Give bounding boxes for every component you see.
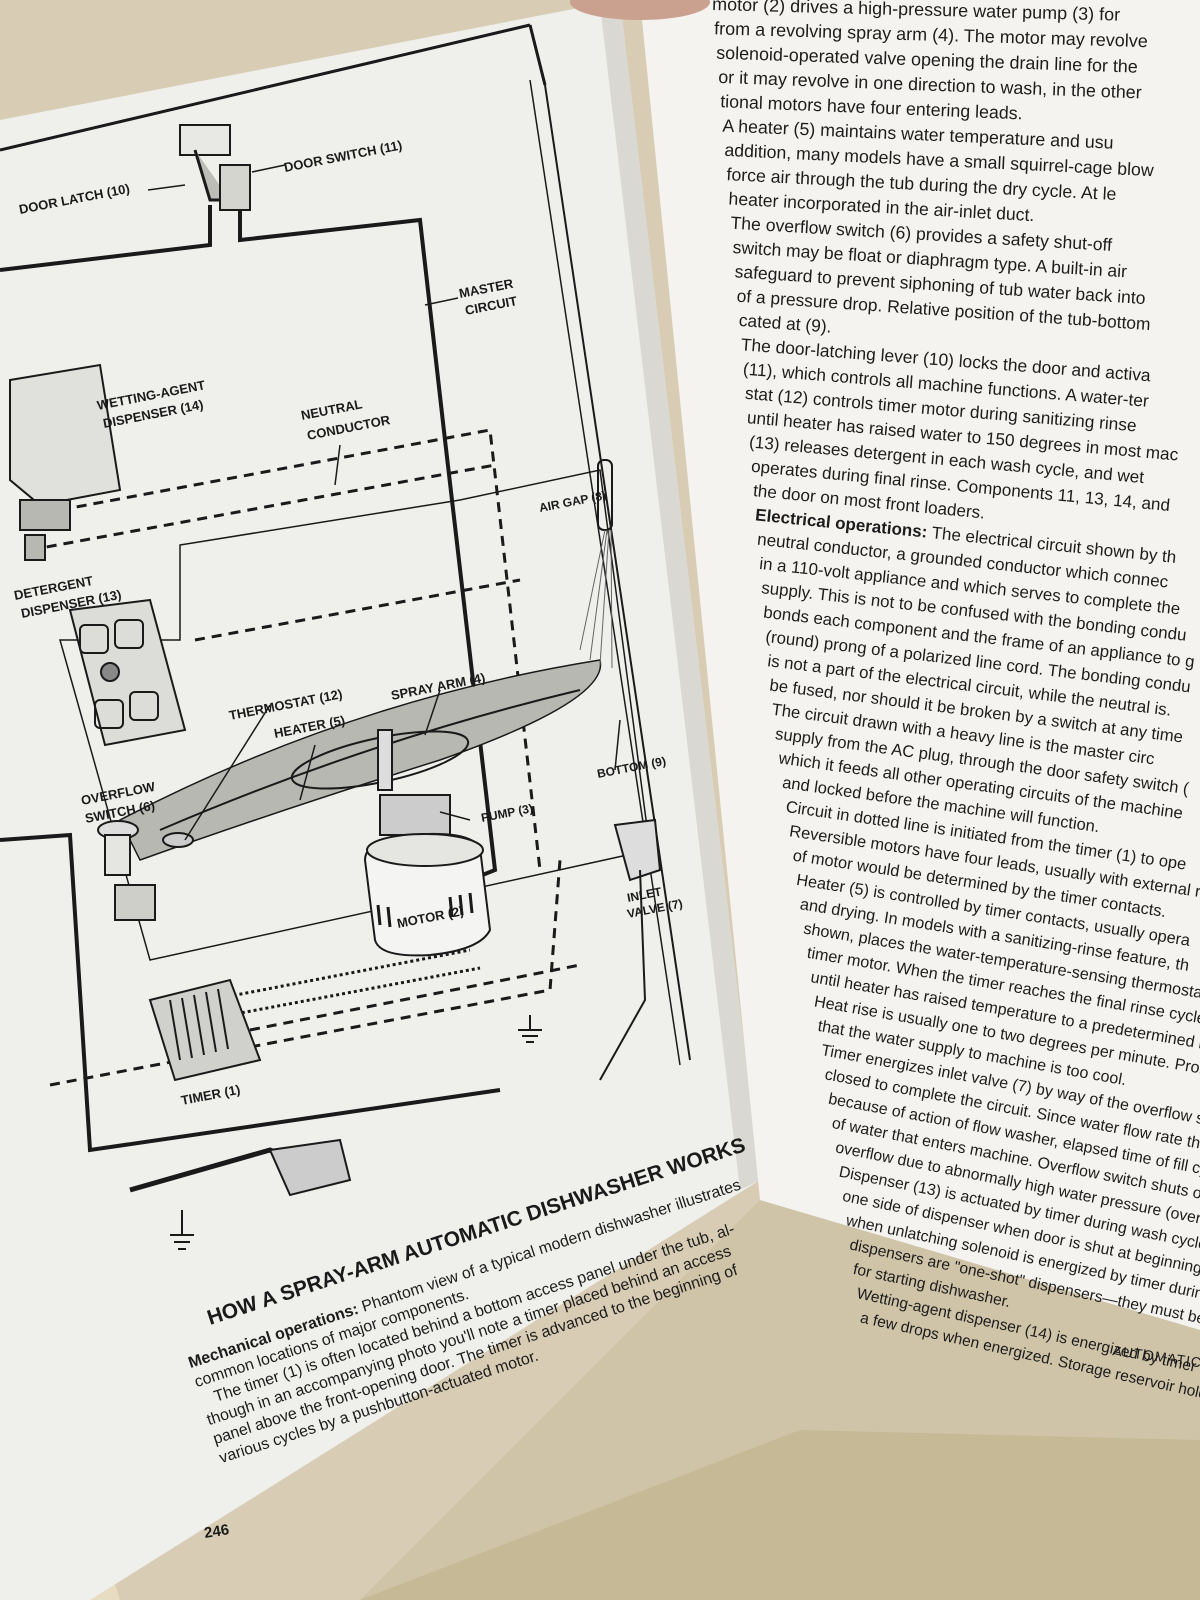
finger bbox=[570, 0, 710, 20]
page-number: 246 bbox=[203, 1521, 230, 1542]
gutter-shadow bbox=[600, 0, 760, 1190]
shelf-front bbox=[360, 1430, 1200, 1600]
dishwasher-diagram bbox=[0, 23, 691, 1250]
label-inlet-1: INLET bbox=[626, 884, 663, 904]
right-page bbox=[640, 0, 1200, 1330]
